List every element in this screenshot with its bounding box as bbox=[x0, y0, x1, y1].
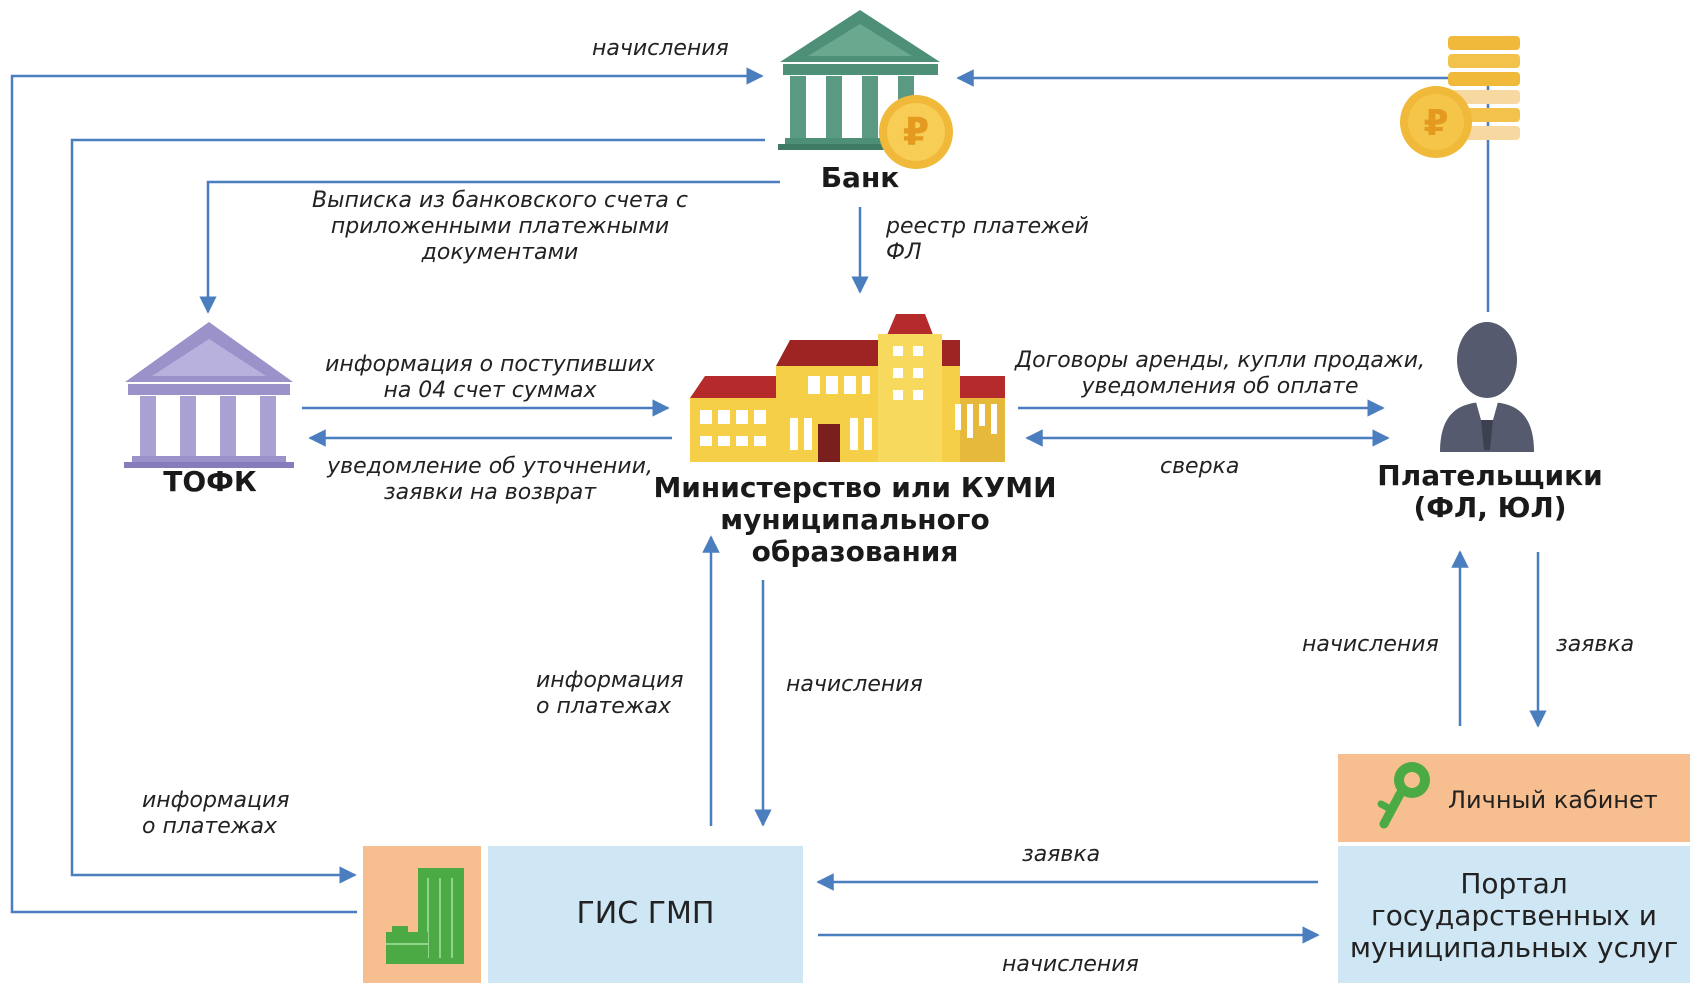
treasury-building-icon bbox=[124, 322, 294, 468]
payers-title: Плательщики (ФЛ, ЮЛ) bbox=[1377, 459, 1603, 524]
tofk-title: ТОФК bbox=[163, 465, 257, 498]
bank-building-icon bbox=[778, 10, 942, 150]
portal-title: Портал государственных и муниципальных у… bbox=[1349, 867, 1679, 964]
label-request-bottom: заявка bbox=[1022, 842, 1101, 867]
gis-title: ГИС ГМП bbox=[576, 896, 715, 931]
label-payment-info-mid: информация о платежах bbox=[536, 668, 684, 719]
label-payments-registry: реестр платежей ФЛ bbox=[886, 214, 1089, 265]
coin-stack-icon: ₽ bbox=[1400, 36, 1520, 158]
arrow-bank-to-tofk bbox=[199, 180, 780, 314]
cabinet-title: Личный кабинет bbox=[1448, 786, 1658, 814]
label-bank-statement: Выписка из банковского счета с приложенн… bbox=[311, 188, 688, 265]
ministry-title: Министерство или КУМИ муниципального обр… bbox=[653, 471, 1057, 568]
arrow-gis-to-bank bbox=[10, 67, 764, 914]
portal-box bbox=[1338, 846, 1690, 983]
ministry-building-icon bbox=[690, 314, 1005, 462]
office-building-icon bbox=[386, 868, 464, 964]
person-icon bbox=[1440, 322, 1534, 452]
arrow-bank-to-gis bbox=[70, 138, 765, 884]
label-contracts: Договоры аренды, купли продажи, уведомле… bbox=[1014, 348, 1425, 399]
label-accruals-mid: начисления bbox=[786, 672, 923, 697]
svg-text:₽: ₽ bbox=[1423, 103, 1448, 144]
bank-title: Банк bbox=[820, 161, 900, 194]
label-reconciliation: сверка bbox=[1160, 454, 1240, 479]
label-tofk-info: информация о поступивших на 04 счет сумм… bbox=[325, 352, 655, 403]
label-top-accruals: начисления bbox=[592, 36, 729, 61]
label-accruals-bottom: начисления bbox=[1002, 952, 1139, 977]
label-payment-info-left: информация о платежах bbox=[142, 788, 290, 839]
label-tofk-notice: уведомление об уточнении, заявки на возв… bbox=[327, 454, 653, 505]
label-request-right: заявка bbox=[1556, 632, 1635, 657]
ruble-coin-icon: ₽ bbox=[879, 95, 953, 169]
label-accruals-right: начисления bbox=[1302, 632, 1439, 657]
key-icon bbox=[1377, 762, 1430, 829]
gis-box bbox=[488, 846, 803, 983]
svg-text:₽: ₽ bbox=[903, 110, 929, 154]
